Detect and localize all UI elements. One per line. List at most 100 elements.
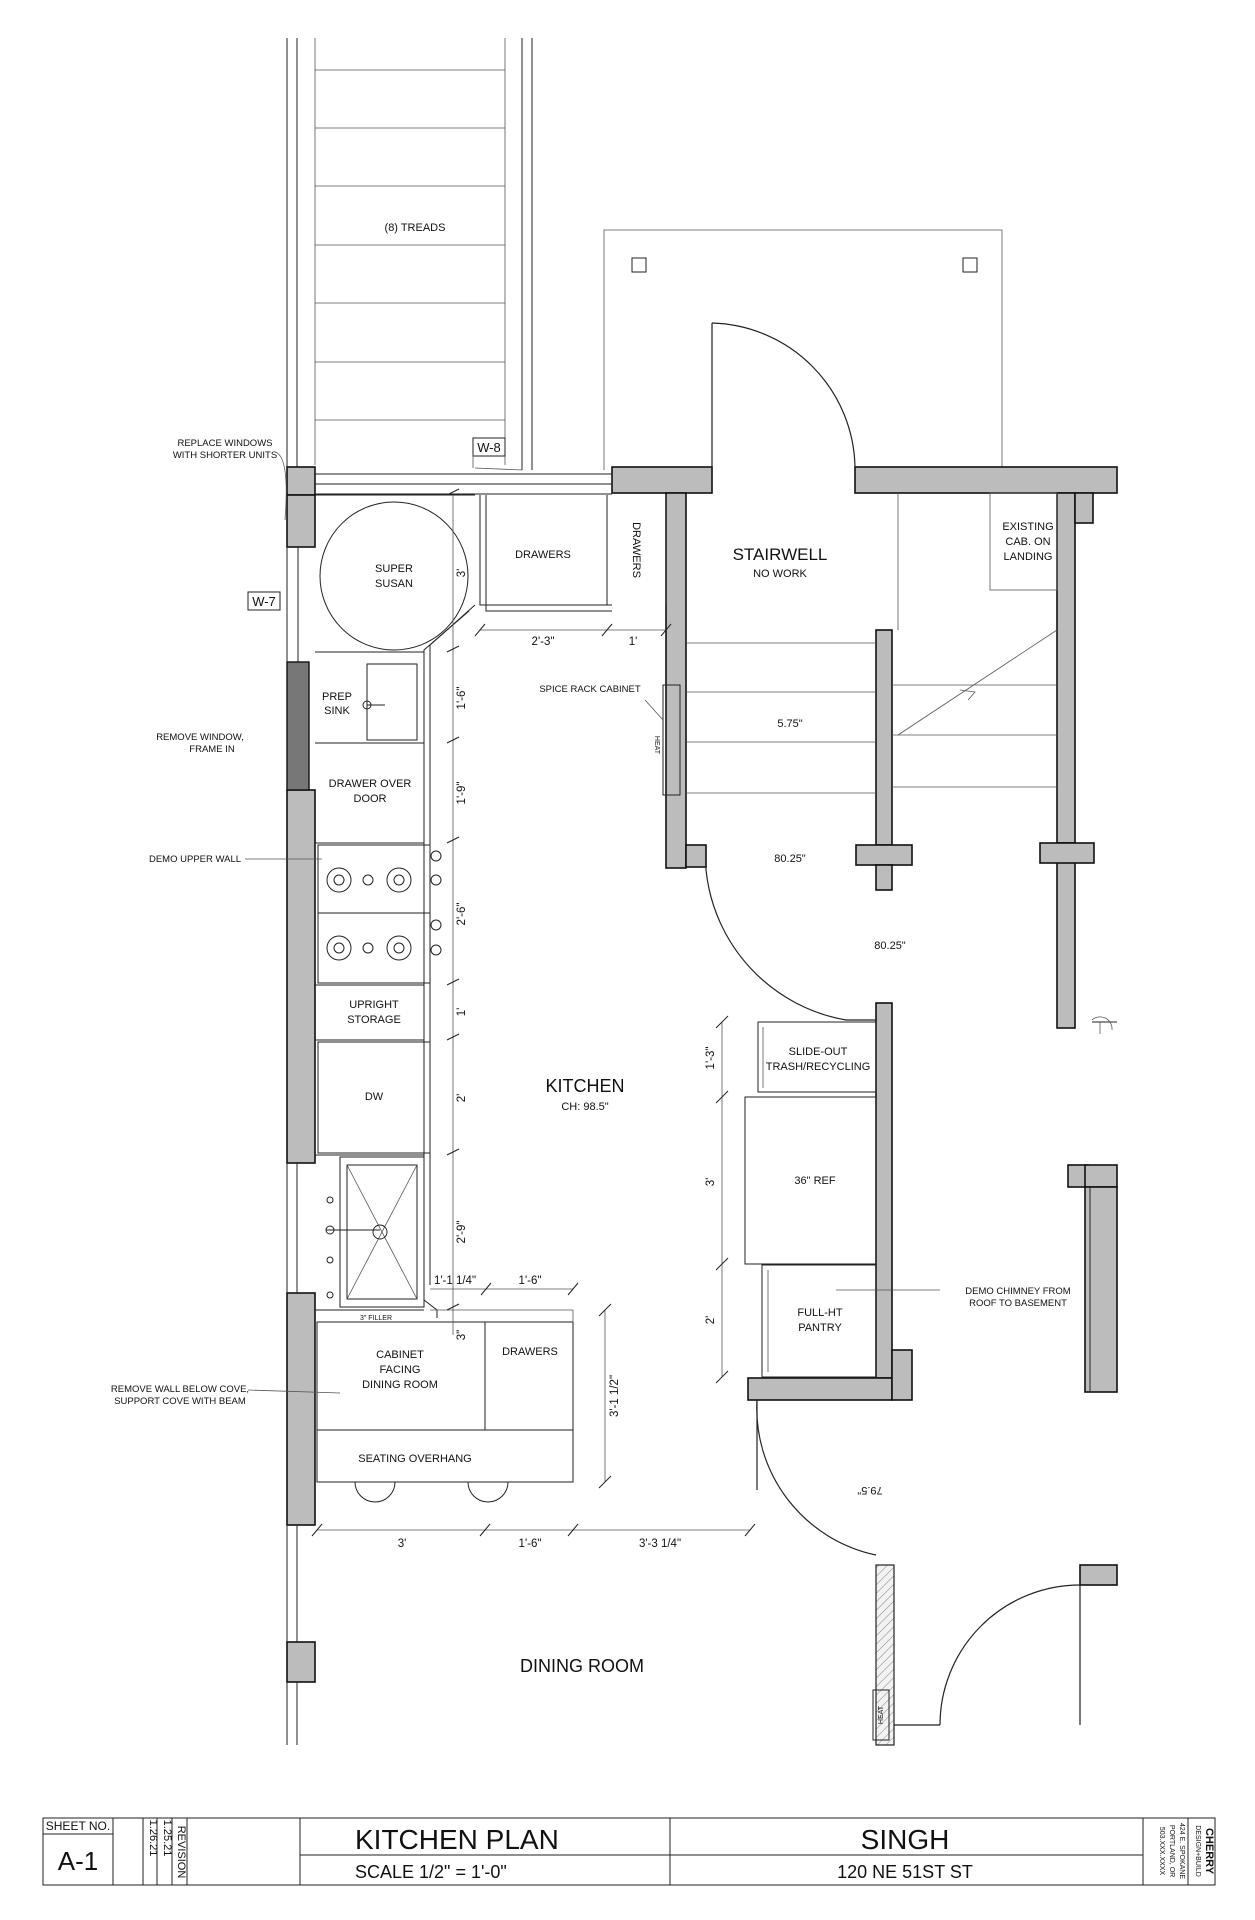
note-demo-chimney-2: ROOF TO BASEMENT — [969, 1298, 1067, 1309]
dim-3-bottom: 3' — [398, 1538, 407, 1550]
kitchen: SUPER SUSAN DRAWERS DRAWERS PREP SINK DR… — [315, 494, 940, 1503]
heat-label-1: HEAT — [653, 736, 660, 755]
cabinet-facing-line-1: CABINET — [376, 1349, 424, 1361]
door-79-5-label: 79.5" — [857, 1484, 882, 1496]
dim-3-ref: 3' — [705, 1178, 717, 1187]
firm-line-1: DESIGN+BUILD — [1194, 1825, 1201, 1877]
dimension-lines: 2'-3" 1' 3' 1'-6" 1'-9" 2'-6" 1' 2' 2'-9… — [311, 488, 756, 1550]
dining-door-swing — [756, 1399, 877, 1556]
heat-label-2: HEAT — [878, 1705, 885, 1724]
note-remove-window-1: REMOVE WINDOW, — [156, 732, 244, 743]
firm-line-2: 424 E. SPOKANE — [1178, 1823, 1185, 1879]
slide-out-trash — [757, 1021, 877, 1093]
dim-3-susan: 3' — [456, 569, 468, 578]
drawing-title: KITCHEN PLAN — [355, 1824, 559, 1855]
ref-label: 36" REF — [794, 1175, 835, 1187]
sheet-no-label: SHEET NO. — [46, 1819, 110, 1833]
dining-room-label: DINING ROOM — [520, 1656, 644, 1676]
revision-label: REVISION — [175, 1826, 187, 1879]
dishwasher — [317, 1041, 431, 1154]
refrigerator — [744, 1096, 877, 1265]
firm-line-3: PORTLAND, OR — [1168, 1825, 1175, 1877]
existing-cab-line-1: EXISTING — [1002, 521, 1053, 533]
pantry — [761, 1264, 877, 1378]
client-name: SINGH — [861, 1824, 950, 1855]
stairwell-label: STAIRWELL — [733, 545, 828, 564]
sheet-number: A-1 — [58, 1846, 98, 1876]
project-address: 120 NE 51ST ST — [837, 1862, 973, 1882]
upright-storage-line-2: STORAGE — [347, 1014, 401, 1026]
dim-1-6-bottom: 1'-6" — [519, 1538, 542, 1550]
stairwell-door-swing — [711, 322, 856, 468]
note-remove-wall-cove-1: REMOVE WALL BELOW COVE, — [111, 1384, 249, 1395]
exterior-stair: (8) TREADS — [286, 38, 533, 470]
dim-1-6-island: 1'-6" — [519, 1275, 542, 1287]
main-sink — [325, 1156, 425, 1308]
prep-sink-line-1: PREP — [322, 691, 352, 703]
super-susan — [319, 501, 469, 651]
dim-3-1-2: 3'-1 1/2" — [609, 1375, 621, 1417]
seating-overhang — [316, 1429, 574, 1483]
stair-dim-80-25-b: 80.25" — [874, 940, 906, 952]
post-left — [631, 257, 647, 273]
drawers-island-label: DRAWERS — [502, 1346, 558, 1358]
stair-treads-label: (8) TREADS — [385, 222, 446, 234]
slide-out-line-1: SLIDE-OUT — [789, 1046, 848, 1058]
stool-1 — [354, 1481, 396, 1503]
cooktop — [317, 844, 442, 984]
spice-rack-label: SPICE RACK CABINET — [539, 684, 641, 695]
dw-label: DW — [365, 1091, 384, 1103]
right-door-swing — [939, 1584, 1081, 1726]
walls — [286, 466, 1118, 1746]
drawers-vertical-label: DRAWERS — [630, 522, 642, 578]
window-w8-label: W-8 — [477, 440, 501, 455]
seating-overhang-label: SEATING OVERHANG — [358, 1453, 471, 1465]
island — [316, 1321, 574, 1431]
super-susan-line-2: SUSAN — [375, 578, 413, 590]
dim-1-6-sink: 1'-6" — [456, 687, 468, 710]
dim-3-3-4: 3'-3 1/4" — [639, 1538, 681, 1550]
firm-line-4: 503.XXX.XXXX — [1158, 1827, 1165, 1876]
cabinet-facing-line-2: FACING — [380, 1364, 421, 1376]
filler-label: 3" FILLER — [360, 1315, 392, 1322]
revision-date-2: 1.26.21 — [147, 1820, 159, 1857]
dim-2-dw: 2' — [456, 1094, 468, 1103]
pantry-line-2: PANTRY — [798, 1322, 842, 1334]
dim-2-9: 2'-9" — [456, 1221, 468, 1244]
dim-2-pantry: 2' — [705, 1316, 717, 1325]
drawer-over-door-line-1: DRAWER OVER — [329, 778, 412, 790]
window-w7-label: W-7 — [252, 594, 276, 609]
prep-sink-basin — [366, 663, 418, 741]
remove-window-infill — [286, 661, 310, 791]
upright-storage-line-1: UPRIGHT — [349, 999, 399, 1011]
existing-cabinet — [989, 492, 1058, 591]
window-w7-tag — [247, 591, 281, 611]
drawer-over-door-line-2: DOOR — [354, 793, 387, 805]
note-demo-chimney-1: DEMO CHIMNEY FROM — [965, 1286, 1070, 1297]
prep-sink-line-2: SINK — [324, 705, 350, 717]
title-block: SHEET NO. A-1 REVISION 1.25.21 1.26.21 K… — [42, 1817, 1216, 1886]
dim-2-3: 2'-3" — [532, 636, 555, 648]
porch-landing — [603, 229, 1003, 470]
existing-cab-line-3: LANDING — [1004, 551, 1053, 563]
dim-2-6: 2'-6" — [456, 903, 468, 926]
kitchen-label: KITCHEN — [545, 1076, 624, 1096]
note-remove-wall-cove-2: SUPPORT COVE WITH BEAM — [114, 1396, 246, 1407]
stair-landing-door-swing — [705, 869, 847, 1021]
stair-dim-5-75: 5.75" — [777, 718, 802, 730]
existing-cab-line-2: CAB. ON — [1005, 536, 1050, 548]
dim-1-3: 1'-3" — [705, 1047, 717, 1070]
stool-2 — [467, 1481, 509, 1503]
stair-dim-80-25-a: 80.25" — [774, 853, 806, 865]
slide-out-line-2: TRASH/RECYCLING — [766, 1061, 871, 1073]
dim-1-upright: 1' — [456, 1008, 468, 1017]
lower-doorways: 79.5" HEAT — [756, 1016, 1117, 1741]
cabinet-facing-line-3: DINING ROOM — [362, 1379, 438, 1391]
dim-1-1-4: 1'-1 1/4" — [434, 1275, 476, 1287]
revision-date-1: 1.25.21 — [161, 1820, 173, 1857]
window-w8-tag — [472, 437, 506, 457]
note-demo-upper-wall: DEMO UPPER WALL — [149, 854, 241, 865]
super-susan-line-1: SUPER — [375, 563, 413, 575]
dim-1-9: 1'-9" — [456, 782, 468, 805]
firm-name: CHERRY — [1203, 1828, 1215, 1875]
